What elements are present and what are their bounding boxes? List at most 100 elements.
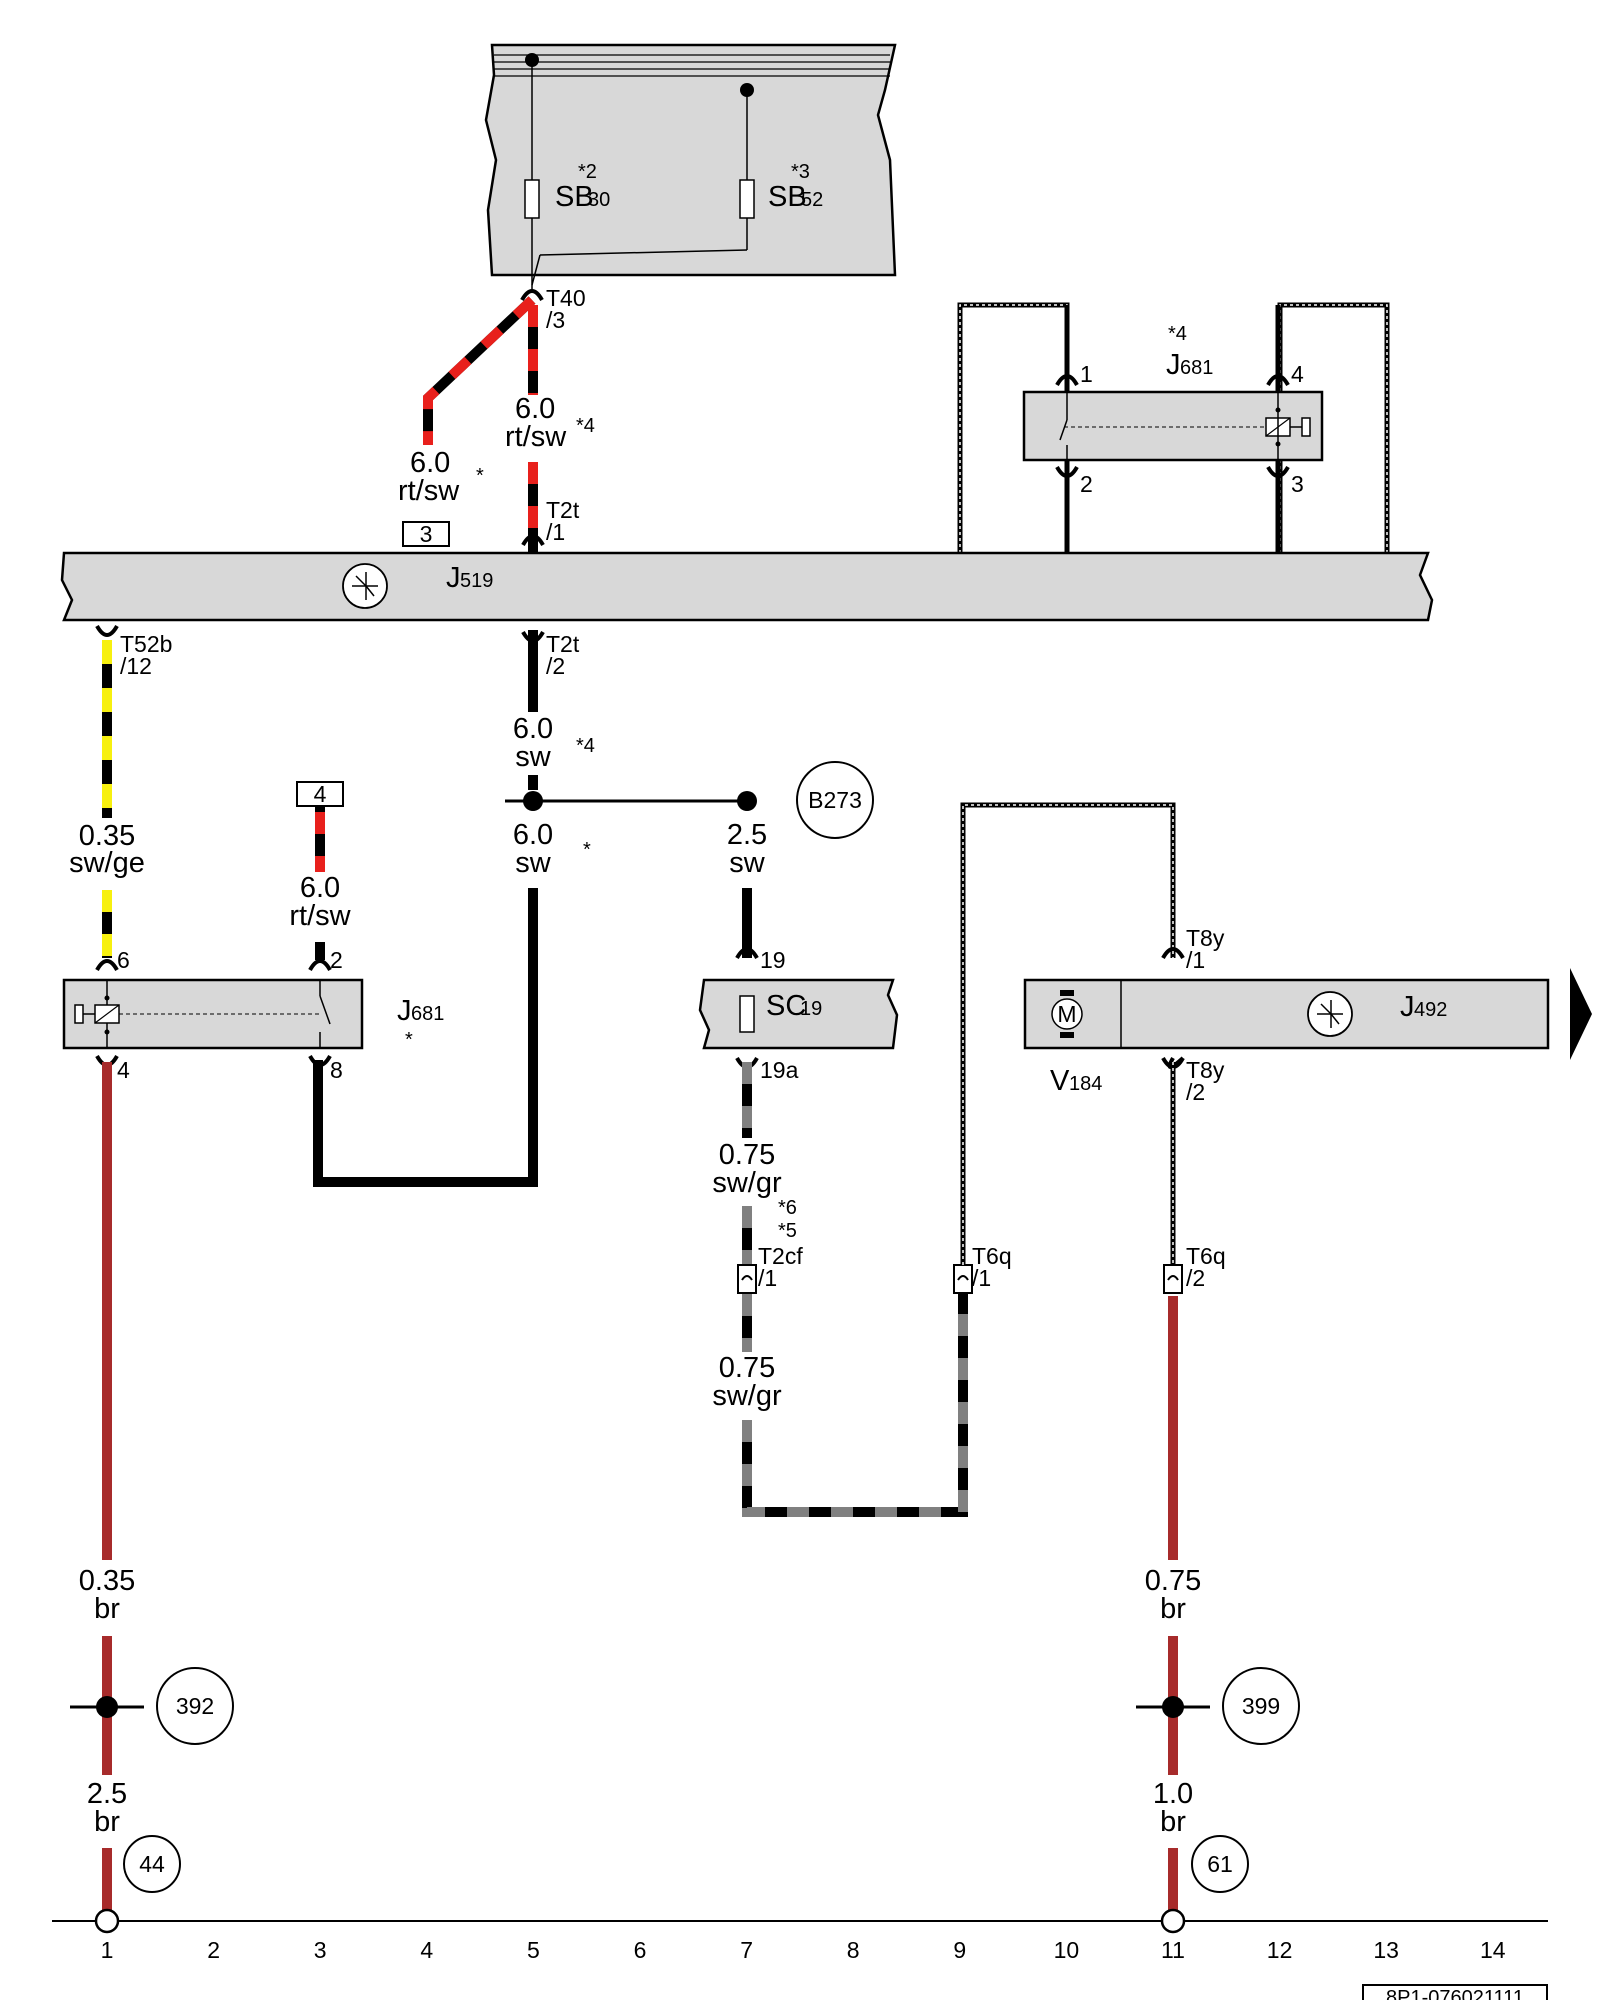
- ruler-number: 6: [634, 1937, 647, 1963]
- wire-br-right-bot-gauge: 1.0: [1153, 1778, 1193, 1810]
- fuse-box: *2 SB 30 *3 SB 52 T40 /3: [484, 43, 897, 333]
- ruler-number: 2: [207, 1937, 220, 1963]
- t2t-2-name: T2t: [546, 631, 580, 657]
- wire-diag-note: *: [476, 465, 484, 487]
- control-unit-j519: [60, 551, 1434, 622]
- wire-sc-a-color: sw/gr: [712, 1167, 782, 1199]
- t6q-1-connector: [953, 1264, 973, 1294]
- wire-sc-b-color: sw/gr: [712, 1380, 782, 1412]
- junction-399-dot: [1162, 1696, 1184, 1718]
- ref-circle-61: [1191, 1835, 1249, 1893]
- fuse-sb30-note: *2: [578, 161, 597, 183]
- j492-label: J: [1400, 991, 1415, 1023]
- t2t-2-pin: /2: [546, 653, 565, 679]
- fuse-sb30-sub: 30: [588, 189, 610, 211]
- ref-399-label: 399: [1242, 1693, 1280, 1719]
- j519-label: J: [446, 562, 461, 594]
- relay-j681-left: [62, 959, 364, 1067]
- wire-top-color: rt/sw: [505, 421, 567, 453]
- wire-sc-a-gauge: 0.75: [719, 1139, 775, 1171]
- ref-b273-label: B273: [808, 787, 862, 813]
- relay-left-note: *: [405, 1029, 413, 1051]
- ruler-number: 14: [1480, 1937, 1506, 1963]
- t8y-1-name: T8y: [1186, 925, 1225, 951]
- wire-t2t2-color: sw: [515, 741, 552, 773]
- wire-t2t2-gauge: 6.0: [513, 713, 553, 745]
- ruler-number: 1: [101, 1937, 114, 1963]
- relay-top-pin-3: 3: [1291, 471, 1304, 497]
- wire-br-right-bot-color: br: [1160, 1806, 1186, 1838]
- relay-left-pin-8: 8: [330, 1057, 343, 1083]
- ruler-number: 8: [847, 1937, 860, 1963]
- wire-sc-a-note-5: *5: [778, 1220, 797, 1242]
- t2cf-name: T2cf: [758, 1243, 803, 1269]
- wire-t52b-gauge: 0.35: [79, 820, 135, 852]
- relay-left-pin-2: 2: [330, 947, 343, 973]
- ruler-number: 11: [1161, 1937, 1185, 1963]
- wire-br-left-top-gauge: 0.35: [79, 1565, 135, 1597]
- ref-61-label: 61: [1207, 1851, 1233, 1877]
- ref-box-3-label: 3: [420, 521, 433, 547]
- relay-left-sub: 681: [411, 1003, 444, 1025]
- ref-circle-392: [156, 1667, 234, 1745]
- sc19-pin-bottom: 19a: [760, 1057, 799, 1083]
- wire-sc-a-note-6: *6: [778, 1197, 797, 1219]
- ground-point-1: [94, 1908, 120, 1934]
- j492-sub: 492: [1414, 999, 1447, 1021]
- wire-sw-mid-color: sw: [515, 847, 552, 879]
- ruler-number: 7: [740, 1937, 753, 1963]
- fuse-sc19: [698, 947, 899, 1069]
- ref-circle-44: [123, 1835, 181, 1893]
- t8y-2-name: T8y: [1186, 1057, 1225, 1083]
- t52b-name: T52b: [120, 631, 172, 657]
- relay-top-pin-1: 1: [1080, 361, 1093, 387]
- v184-motor-symbol: M: [1057, 1001, 1076, 1027]
- ref-circle-b273: [796, 761, 874, 839]
- ruler-number: 12: [1267, 1937, 1293, 1963]
- fuse-sb52-sub: 52: [801, 189, 823, 211]
- t6q-1-name: T6q: [972, 1243, 1012, 1269]
- fuse-sb52-label: SB: [768, 181, 807, 213]
- v184-sub: 184: [1069, 1073, 1102, 1095]
- wire-top-gauge: 6.0: [515, 393, 555, 425]
- relay-top-sub: 681: [1180, 357, 1213, 379]
- ruler-number: 3: [314, 1937, 327, 1963]
- t6q-2-name: T6q: [1186, 1243, 1226, 1269]
- t2t-1-name: T2t: [546, 497, 580, 523]
- relay-top-note: *4: [1168, 323, 1187, 345]
- wire-t2t2-note: *4: [576, 735, 595, 757]
- wire-t52b-color: sw/ge: [69, 847, 145, 879]
- junction-right-dot: [737, 791, 757, 811]
- wire-diag-gauge: 6.0: [410, 447, 450, 479]
- j519-sub: 519: [460, 570, 493, 592]
- fuse-sb52-note: *3: [791, 161, 810, 183]
- wire-b273-gauge: 2.5: [727, 819, 767, 851]
- ruler-number: 13: [1373, 1937, 1399, 1963]
- ruler-number: 4: [420, 1937, 433, 1963]
- junction-left-dot: [523, 791, 543, 811]
- wire-sc19-swgr: [742, 1062, 968, 1517]
- t8y-2-pin: /2: [1186, 1079, 1205, 1105]
- wire-top-note: *4: [576, 415, 595, 437]
- t2cf-pin: /1: [758, 1265, 777, 1291]
- relay-left-pin-6: 6: [117, 947, 130, 973]
- relay-top-label: J: [1166, 349, 1181, 381]
- wire-ref4-color: rt/sw: [289, 900, 351, 932]
- sc19-label: SC: [766, 990, 806, 1022]
- wire-br-right-top-color: br: [1160, 1593, 1186, 1625]
- ruler-number: 10: [1054, 1937, 1080, 1963]
- wire-diagonal-rtsw: [423, 296, 536, 445]
- wire-br-left-bot-color: br: [94, 1806, 120, 1838]
- wire-br-right-top-gauge: 0.75: [1145, 1565, 1201, 1597]
- junction-392-dot: [96, 1696, 118, 1718]
- wire-diag-color: rt/sw: [398, 475, 460, 507]
- ref-box-3: [402, 521, 450, 547]
- sc19-pin-top: 19: [760, 947, 786, 973]
- fuse-sb52-symbol: [739, 179, 755, 219]
- t8y-1-pin: /1: [1186, 947, 1205, 973]
- t40-pin: /3: [546, 307, 565, 333]
- ref-box-4-label: 4: [314, 781, 327, 807]
- wire-b273-color: sw: [729, 847, 766, 879]
